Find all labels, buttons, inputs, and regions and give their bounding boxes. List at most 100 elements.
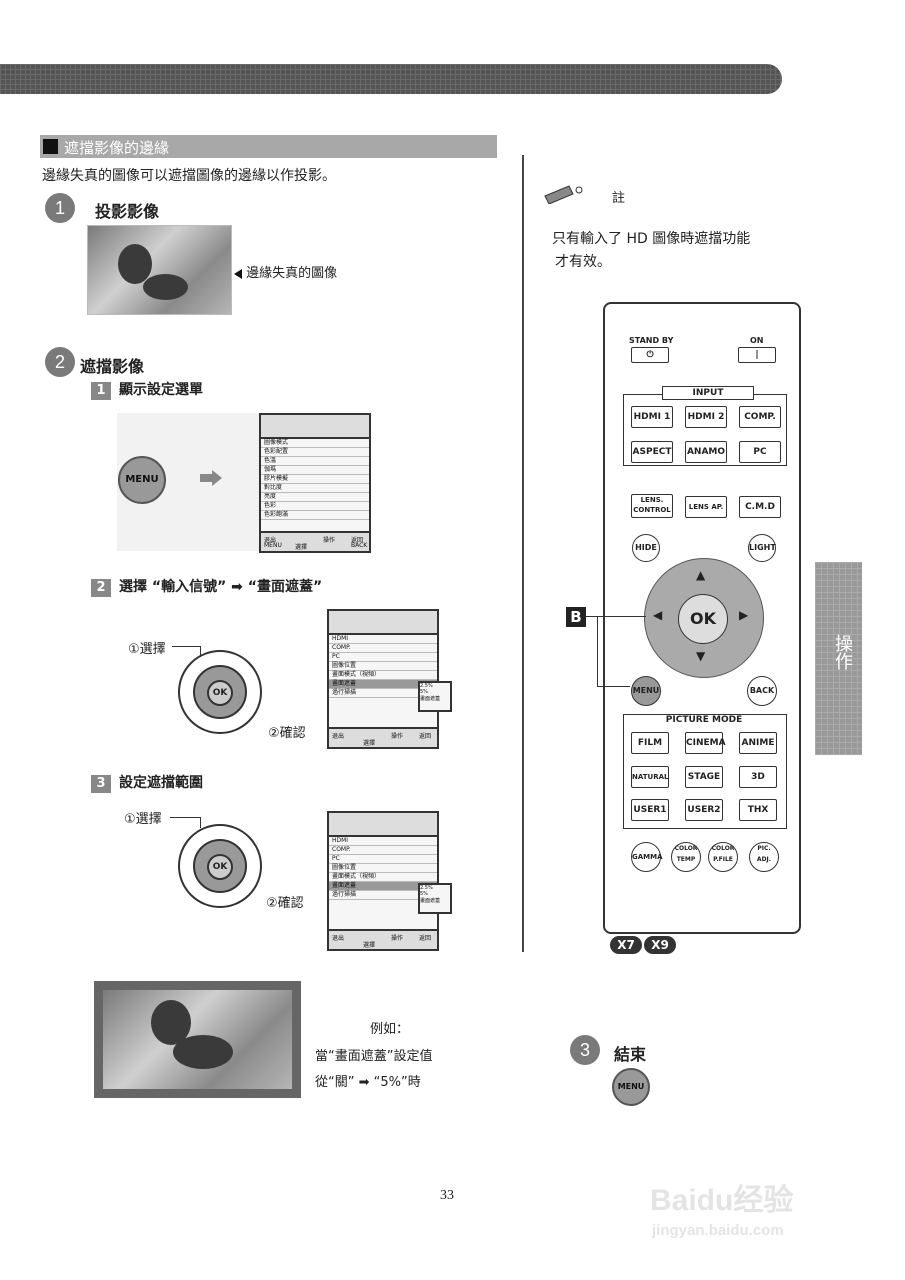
osd-row: HDMI <box>329 837 437 846</box>
ok-button-icon: OK <box>207 854 233 880</box>
remote-control: STAND BY ⏻ ON | INPUT HDMI 1 HDMI 2 COMP… <box>603 302 801 934</box>
ok-button[interactable]: OK <box>678 594 728 644</box>
step1-caption-row: 邊緣失真的圖像 <box>234 262 337 281</box>
hide-button[interactable]: HIDE <box>632 534 660 562</box>
osd-row: 對比度 <box>261 484 369 493</box>
callout-line <box>597 686 630 687</box>
cmd-button[interactable]: C.M.D <box>739 496 781 518</box>
left-arrow-icon <box>234 268 242 279</box>
column-divider <box>522 155 524 952</box>
step3-number: 3 <box>570 1035 600 1065</box>
aspect-button[interactable]: ASPECT <box>631 441 673 463</box>
osd-row: 亮度 <box>261 493 369 502</box>
substep1-title: 顯示設定選單 <box>119 382 203 398</box>
osd-row: HDMI <box>329 635 437 644</box>
osd-tabs <box>261 415 369 439</box>
color-pfile-button[interactable]: COLOR P.FILE <box>708 842 738 872</box>
osd-row: 色彩飽滿 <box>261 511 369 520</box>
model-badge-x9: X9 <box>644 936 676 954</box>
callout-line <box>597 616 598 686</box>
on-button[interactable]: | <box>738 347 776 363</box>
lens-ap-button[interactable]: LENS AP. <box>685 496 727 518</box>
thx-button[interactable]: THX <box>739 799 777 821</box>
osd-tabs <box>329 611 437 635</box>
up-arrow-icon[interactable]: ▲ <box>696 568 706 582</box>
select-label: ①選擇 <box>128 642 166 657</box>
osd-menu-3: HDMI COMP. PC 圖像位置 畫面模式（視頻） 畫面遮蓋 過行掃描 退出… <box>327 811 439 951</box>
model-badge-x7: X7 <box>610 936 642 954</box>
light-button[interactable]: LIGHT <box>748 534 776 562</box>
back-button[interactable]: BACK <box>747 676 777 706</box>
color-temp-button[interactable]: COLOR TEMP <box>671 842 701 872</box>
substep1-number: 1 <box>91 382 111 400</box>
picture-mode-group <box>623 714 787 829</box>
film-button[interactable]: FILM <box>631 732 669 754</box>
leader-line <box>172 646 201 657</box>
pc-button[interactable]: PC <box>739 441 781 463</box>
confirm-label: ②確認 <box>266 896 304 911</box>
menu-button-icon: MENU <box>118 456 166 504</box>
osd-row-selected: 畫面遮蓋 <box>329 680 437 689</box>
standby-label: STAND BY <box>629 336 674 345</box>
menu-button[interactable]: MENU <box>631 676 661 706</box>
user2-button[interactable]: USER2 <box>685 799 723 821</box>
osd-row: 色彩 <box>261 502 369 511</box>
masked-photo-frame <box>94 981 301 1098</box>
ok-button-icon: OK <box>207 680 233 706</box>
confirm-label: ②確認 <box>268 726 306 741</box>
masked-photo <box>103 990 292 1089</box>
section-intro: 邊緣失真的圖像可以遮擋圖像的邊緣以作投影。 <box>42 168 336 184</box>
input-title: INPUT <box>662 386 754 400</box>
pic-adj-button[interactable]: PIC. ADJ. <box>749 842 779 872</box>
substep3-title: 設定遮擋範圍 <box>119 775 203 791</box>
pencil-note-icon <box>543 184 585 205</box>
user1-button[interactable]: USER1 <box>631 799 669 821</box>
section-title: 遮擋影像的邊緣 <box>64 139 170 157</box>
step2-number: 2 <box>45 347 75 377</box>
gamma-button[interactable]: GAMMA <box>631 842 663 872</box>
hdmi1-button[interactable]: HDMI 1 <box>631 406 673 428</box>
stage-button[interactable]: STAGE <box>685 766 723 788</box>
substep2-number: 2 <box>91 579 111 597</box>
callout-line <box>586 616 646 617</box>
natural-button[interactable]: NATURAL <box>631 766 669 788</box>
example-label: 例如： <box>370 1022 410 1037</box>
osd-row: 伽瑪 <box>261 466 369 475</box>
right-arrow-icon[interactable]: ▶ <box>739 608 749 622</box>
cinema-button[interactable]: CINEMA <box>685 732 726 754</box>
anamo-button[interactable]: ANAMO <box>685 441 727 463</box>
step2-title: 遮擋影像 <box>80 357 145 376</box>
substep1-heading: 1 顯示設定選單 <box>91 379 203 400</box>
substep2-heading: 2 選擇 “輸入信號” ➡ “畫面遮蓋” <box>91 576 322 597</box>
osd-menu-2: HDMI COMP. PC 圖像位置 畫面模式（視頻） 畫面遮蓋 過行掃描 退出… <box>327 609 439 749</box>
hdmi2-button[interactable]: HDMI 2 <box>685 406 727 428</box>
osd-row: 色溫 <box>261 457 369 466</box>
osd-row: 圖像位置 <box>329 864 437 873</box>
note-text-2: 才有效。 <box>555 254 611 270</box>
down-arrow-icon[interactable]: ▼ <box>696 649 706 663</box>
distorted-photo <box>87 225 232 315</box>
osd-row: 圖像位置 <box>329 662 437 671</box>
header-bar <box>0 64 782 94</box>
step1-number: 1 <box>45 193 75 223</box>
callout-b: B <box>566 607 586 627</box>
osd-menu-1: 圖像模式 色彩配置 色溫 伽瑪 膠片模擬 對比度 亮度 色彩 色彩飽滿 退出 M… <box>259 413 371 553</box>
substep2-title: 選擇 “輸入信號” ➡ “畫面遮蓋” <box>119 579 323 595</box>
on-label: ON <box>750 336 764 345</box>
select-label: ①選擇 <box>124 812 162 827</box>
menu-button-icon: MENU <box>612 1068 650 1106</box>
osd-row-selected: 畫面遮蓋 <box>329 882 437 891</box>
osd-row: 畫面模式（視頻） <box>329 671 437 680</box>
lens-control-button[interactable]: LENS. CONTROL <box>631 494 673 518</box>
osd-footer: 退出 選擇 操作 返回 <box>329 727 437 747</box>
anime-button[interactable]: ANIME <box>739 732 777 754</box>
note-text-1: 只有輸入了 HD 圖像時遮擋功能 <box>552 231 751 247</box>
watermark-url: jingyan.baidu.com <box>652 1222 784 1239</box>
osd-row: PC <box>329 653 437 662</box>
standby-button[interactable]: ⏻ <box>631 347 669 363</box>
comp-button[interactable]: COMP. <box>739 406 781 428</box>
left-arrow-icon[interactable]: ◀ <box>653 608 663 622</box>
osd-footer: 退出 選擇 操作 返回 <box>329 929 437 949</box>
right-arrow-icon <box>200 470 222 486</box>
3d-button[interactable]: 3D <box>739 766 777 788</box>
